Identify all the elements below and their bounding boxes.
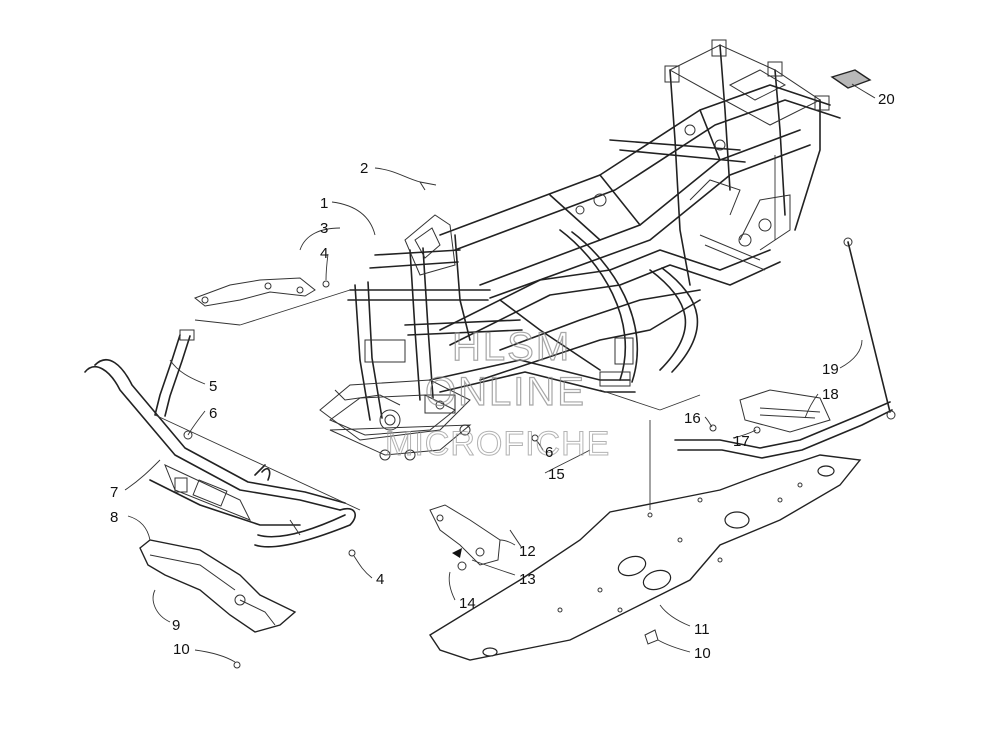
main-frame	[439, 39, 841, 383]
callout-7: 7	[110, 484, 118, 501]
watermark-line-1: HLSM	[452, 325, 571, 369]
callout-13: 13	[519, 571, 536, 588]
brace-rod	[843, 237, 896, 420]
callout-16: 16	[684, 410, 701, 427]
callout-4-upper: 4	[320, 245, 328, 262]
callout-15: 15	[548, 466, 565, 483]
callout-5: 5	[209, 378, 217, 395]
callout-18: 18	[822, 386, 839, 403]
callout-12: 12	[519, 543, 536, 560]
watermark-line-2: ONLINE	[425, 370, 586, 414]
watermark-line-3: MICROFICHE	[385, 425, 610, 463]
front-frame	[319, 214, 636, 461]
callout-6-left: 6	[209, 405, 217, 422]
callout-10-right: 10	[694, 645, 711, 662]
footrest-frame	[674, 389, 893, 459]
callout-4-lower: 4	[376, 571, 384, 588]
callout-8: 8	[110, 509, 118, 526]
skid-plate-front	[139, 539, 297, 633]
callout-11: 11	[694, 621, 710, 638]
front-bumper	[84, 359, 356, 548]
strut-5	[154, 329, 195, 417]
callout-9: 9	[172, 617, 180, 634]
watermark: HLSM ONLINE MICROFICHE	[385, 324, 610, 463]
bracket-3	[193, 277, 316, 307]
callout-17: 17	[733, 433, 750, 450]
callout-10-left: 10	[173, 641, 190, 658]
belly-pan	[429, 454, 862, 661]
callout-14: 14	[459, 595, 476, 612]
callout-19: 19	[822, 361, 839, 378]
callout-1: 1	[320, 195, 328, 212]
leader-lines	[124, 83, 876, 663]
callout-6-center: 6	[545, 444, 553, 461]
callout-3: 3	[320, 220, 328, 237]
callout-2: 2	[360, 160, 368, 177]
bracket-12	[429, 504, 523, 566]
pad-20	[830, 69, 872, 89]
callout-labels: 1 2 3 4 4 5 6 6 7 8 9 10 10 11 12 13 14 …	[110, 91, 895, 662]
callout-20: 20	[878, 91, 895, 108]
